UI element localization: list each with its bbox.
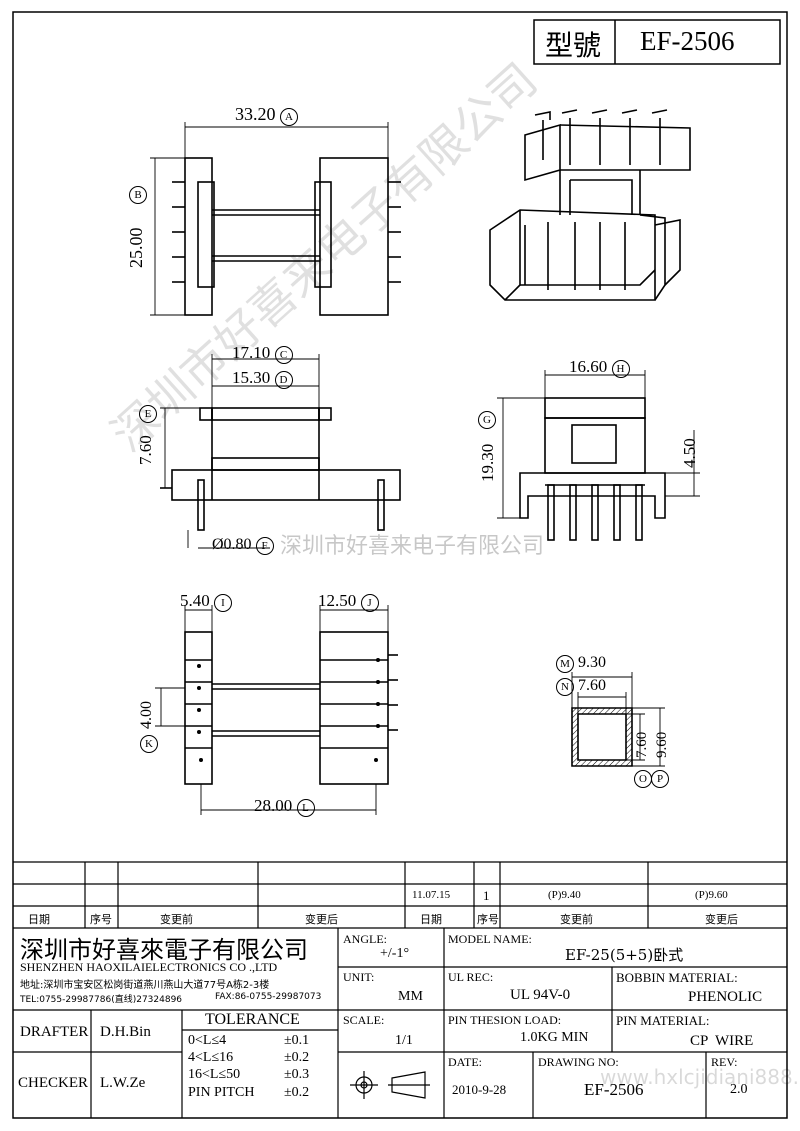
tol-value-1: ±0.2	[284, 1050, 310, 1065]
model-label: 型號	[545, 29, 602, 62]
marker-p: P	[651, 770, 669, 788]
bobbin-label: BOBBIN MATERIAL:	[616, 970, 738, 985]
marker-g: G	[478, 411, 496, 429]
company-fax: FAX:86-0755-29987073	[215, 992, 322, 1002]
angle-value: +/-1°	[380, 946, 410, 961]
dim-o: 7.60	[634, 731, 650, 758]
hdr-seq-1: 序号	[90, 913, 112, 926]
dim-h: 16.60 H	[569, 357, 630, 378]
rev-label: REV:	[711, 1055, 738, 1069]
pin-mat-value: CP WIRE	[690, 1033, 754, 1049]
scale-value: 1/1	[395, 1033, 413, 1048]
unit-value: MM	[398, 989, 423, 1004]
tolerance-label: TOLERANCE	[205, 1011, 300, 1028]
tol-range-2: 16<L≤50	[188, 1067, 241, 1082]
marker-b: B	[129, 186, 147, 204]
dim-d: 15.30 D	[232, 368, 293, 389]
angle-label: ANGLE:	[343, 932, 387, 946]
ul-label: UL REC:	[448, 970, 494, 984]
hdr-date-1: 日期	[28, 913, 50, 926]
tol-value-0: ±0.1	[284, 1033, 310, 1048]
scale-label: SCALE:	[343, 1013, 385, 1027]
ul-value: UL 94V-0	[510, 987, 571, 1003]
dim-n: N 7.60	[556, 677, 606, 696]
hdr-seq-2: 序号	[477, 913, 499, 926]
rev-date: 11.07.15	[412, 889, 451, 901]
drafter-label: DRAFTER	[20, 1024, 89, 1040]
hdr-after-2: 变更后	[705, 913, 738, 926]
date-value: 2010-9-28	[452, 1082, 507, 1097]
rev-before: (P)9.40	[548, 889, 581, 901]
model-name-value: EF-25(5+5)卧式	[565, 946, 684, 964]
dim-b: 25.00	[126, 227, 146, 269]
dim-4-50: 4.50	[680, 438, 699, 468]
watermark-horizontal: 深圳市好喜来电子有限公司	[280, 534, 545, 559]
dim-a: 33.20 A	[235, 104, 298, 126]
dim-k: 4.00	[138, 701, 155, 729]
unit-label: UNIT:	[343, 970, 375, 984]
dim-m: M 9.30	[556, 654, 606, 673]
tol-range-3: PIN PITCH	[188, 1085, 255, 1100]
dim-p: 9.60	[654, 731, 670, 758]
marker-e: E	[139, 405, 157, 423]
tol-value-3: ±0.2	[284, 1085, 310, 1100]
dim-f: Ø0.80 F	[212, 536, 274, 555]
dim-j: 12.50 J	[318, 591, 379, 612]
drawing-value: EF-2506	[584, 1080, 644, 1099]
dim-e: 7.60	[136, 435, 155, 465]
site-watermark: www.hxlcjidiani888.com	[600, 1065, 800, 1089]
marker-k: K	[140, 735, 158, 753]
date-label: DATE:	[448, 1055, 482, 1069]
company-name-cn: 深圳市好喜來電子有限公司	[20, 936, 308, 964]
pin-load-label: PIN THESION LOAD:	[448, 1013, 562, 1027]
company-address: 地址:深圳市宝安区松岗街道燕川燕山大道77号A栋2-3楼	[20, 980, 270, 991]
company-tel: TEL:0755-29987786(直线)27324896	[20, 995, 183, 1005]
pin-mat-label: PIN MATERIAL:	[616, 1013, 710, 1028]
bobbin-value: PHENOLIC	[688, 989, 763, 1005]
marker-o: O	[634, 770, 652, 788]
dim-l: 28.00 L	[254, 796, 315, 817]
tol-range-0: 0<L≤4	[188, 1033, 227, 1048]
hdr-before-2: 变更前	[560, 913, 593, 926]
dim-i: 5.40 I	[180, 591, 232, 612]
dim-c: 17.10 C	[232, 343, 293, 364]
hdr-date-2: 日期	[420, 913, 442, 926]
rev-seq: 1	[483, 888, 490, 903]
checker-label: CHECKER	[18, 1075, 89, 1091]
company-name-en: SHENZHEN HAOXILAIELECTRONICS CO .,LTD	[20, 960, 278, 974]
hdr-before-1: 变更前	[160, 913, 193, 926]
dim-g: 19.30	[478, 443, 497, 482]
rev-after: (P)9.60	[695, 889, 728, 901]
pin-load-value: 1.0KG MIN	[520, 1030, 589, 1045]
tol-range-1: 4<L≤16	[188, 1050, 234, 1065]
checker-value: L.W.Ze	[100, 1075, 146, 1091]
tol-value-2: ±0.3	[284, 1067, 310, 1082]
drawing-label: DRAWING NO:	[538, 1055, 619, 1069]
model-value: EF-2506	[640, 26, 735, 56]
hdr-after-1: 变更后	[305, 913, 338, 926]
drafter-value: D.H.Bin	[100, 1024, 151, 1040]
rev-value: 2.0	[730, 1082, 748, 1097]
model-name-label: MODEL NAME:	[448, 932, 532, 946]
